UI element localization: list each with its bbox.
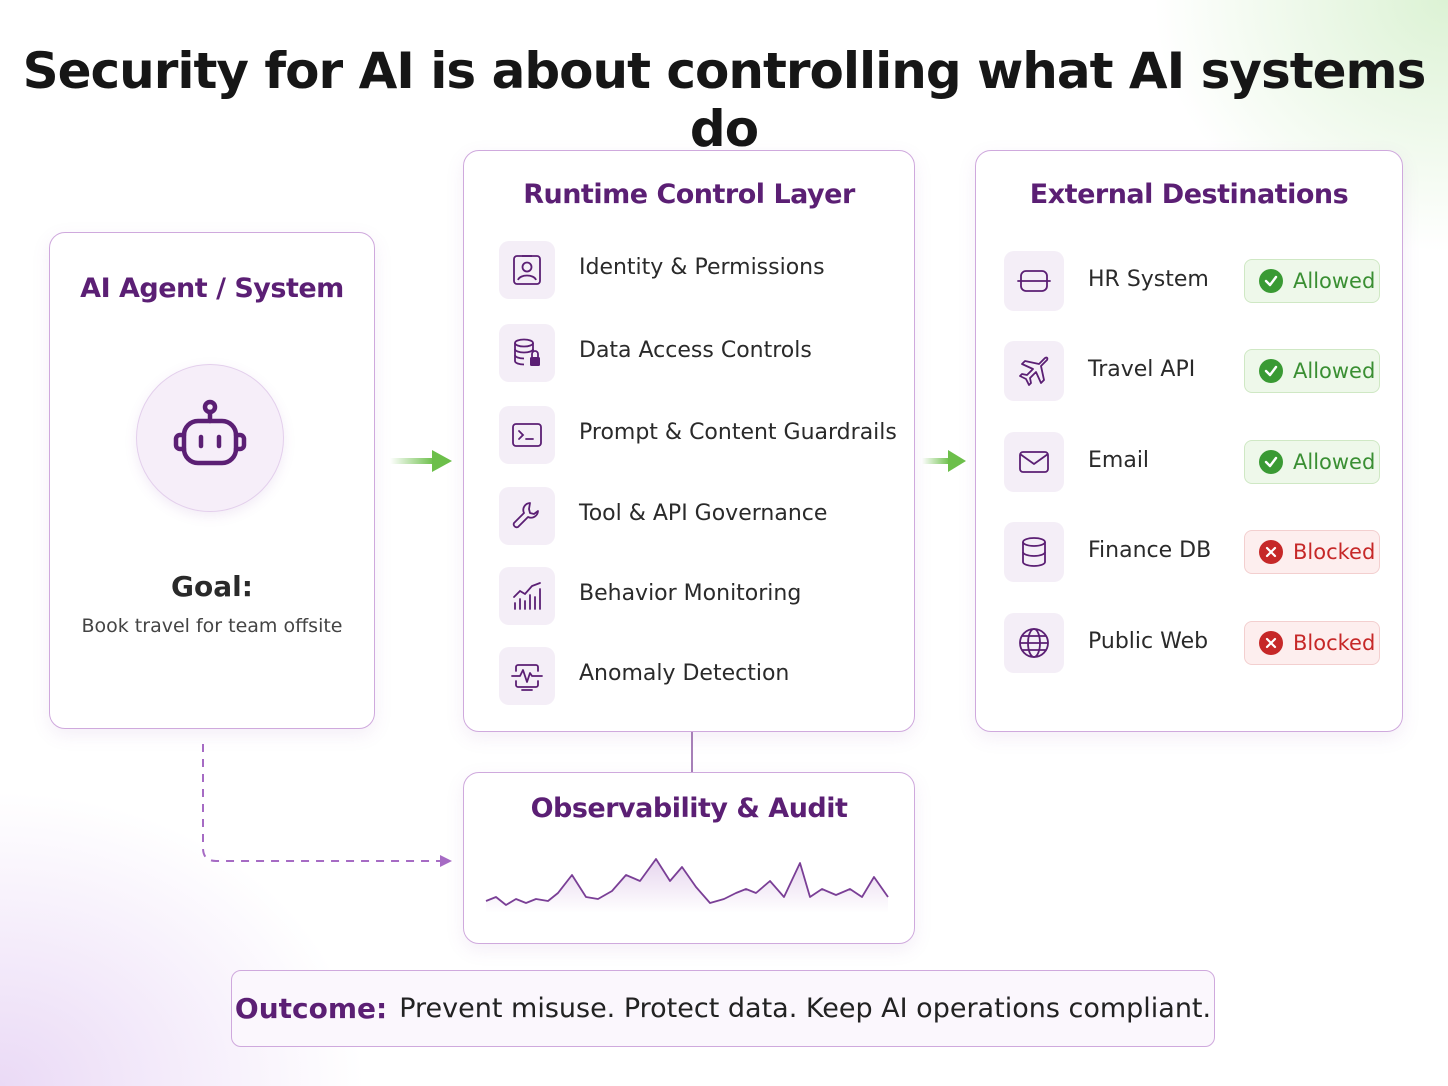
status-text: Blocked [1293,540,1376,564]
destination-travel-api: Travel API Allowed [1004,341,1384,401]
outcome-banner: Outcome: Prevent misuse. Protect data. K… [231,970,1215,1047]
control-label: Anomaly Detection [579,661,790,686]
control-item-guardrails: Prompt & Content Guardrails [499,406,899,464]
dashed-audit-arrow-icon [202,744,452,867]
runtime-panel-title: Runtime Control Layer [523,179,855,210]
pulse-monitor-icon [499,647,555,705]
status-badge: Allowed [1244,440,1380,484]
control-label: Data Access Controls [579,338,812,363]
globe-icon [1004,613,1064,673]
status-text: Blocked [1293,631,1376,655]
control-label: Prompt & Content Guardrails [579,420,897,445]
robot-avatar [136,364,284,512]
flow-arrow-icon [390,450,452,472]
outcome-text: Prevent misuse. Protect data. Keep AI op… [399,993,1212,1024]
x-icon [1259,631,1283,655]
x-icon [1259,540,1283,564]
flow-arrow-icon [922,450,966,472]
activity-sparkline [485,858,889,913]
page-title: Security for AI is about controlling wha… [22,42,1427,158]
destination-public-web: Public Web Blocked [1004,613,1384,673]
envelope-icon [1004,432,1064,492]
connector-line [691,732,693,772]
observability-title: Observability & Audit [530,793,848,824]
destination-label: Travel API [1088,357,1196,382]
check-icon [1259,269,1283,293]
outcome-label: Outcome: [234,992,388,1025]
destination-label: HR System [1088,267,1209,292]
status-badge: Allowed [1244,259,1380,303]
database-icon [1004,522,1064,582]
destination-finance-db: Finance DB Blocked [1004,522,1384,582]
destination-label: Public Web [1088,629,1209,654]
wrench-icon [499,487,555,545]
control-item-identity: Identity & Permissions [499,241,899,299]
check-icon [1259,359,1283,383]
id-badge-icon [499,241,555,299]
external-destinations-panel: External Destinations HR System Allowed … [975,150,1403,732]
status-text: Allowed [1293,269,1376,293]
control-item-tool-api: Tool & API Governance [499,487,899,545]
status-badge: Allowed [1244,349,1380,393]
control-item-behavior: Behavior Monitoring [499,567,899,625]
robot-icon [173,399,247,466]
control-item-data-access: Data Access Controls [499,324,899,382]
airplane-icon [1004,341,1064,401]
status-text: Allowed [1293,450,1376,474]
bar-chart-icon [499,567,555,625]
control-label: Identity & Permissions [579,255,825,280]
check-icon [1259,450,1283,474]
observability-audit-panel: Observability & Audit [463,772,915,944]
status-badge: Blocked [1244,530,1380,574]
ai-agent-panel: AI Agent / System Goal: Book travel for … [49,232,375,729]
control-label: Tool & API Governance [579,501,828,526]
database-lock-icon [499,324,555,382]
external-panel-title: External Destinations [1029,179,1349,210]
goal-label: Goal: [171,570,253,603]
runtime-control-panel: Runtime Control Layer Identity & Permiss… [463,150,915,732]
status-text: Allowed [1293,359,1376,383]
agent-panel-title: AI Agent / System [80,273,344,304]
destination-hr-system: HR System Allowed [1004,251,1384,311]
destination-label: Finance DB [1088,538,1212,563]
control-item-anomaly: Anomaly Detection [499,647,899,705]
destination-label: Email [1088,448,1150,473]
server-icon [1004,251,1064,311]
terminal-prompt-icon [499,406,555,464]
control-label: Behavior Monitoring [579,581,802,606]
destination-email: Email Allowed [1004,432,1384,492]
goal-text: Book travel for team offsite [81,615,343,637]
status-badge: Blocked [1244,621,1380,665]
